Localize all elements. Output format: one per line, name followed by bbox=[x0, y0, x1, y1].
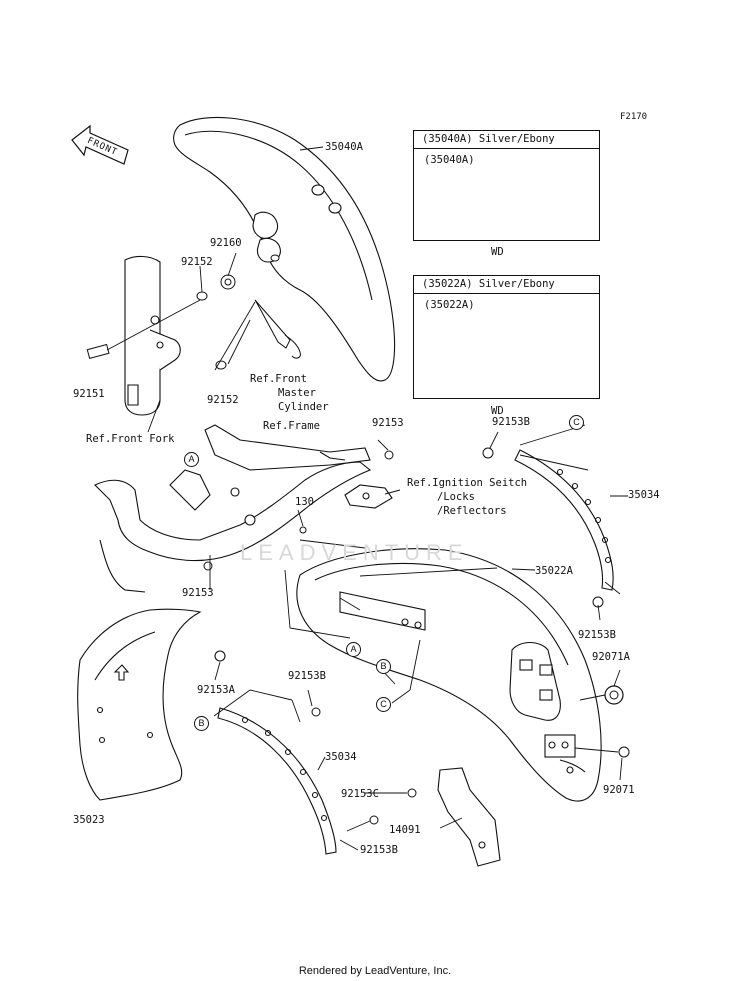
grommets-right bbox=[203, 447, 630, 825]
watermark: LEADVENTURE bbox=[240, 540, 469, 565]
ref-line: /Reflectors bbox=[437, 505, 507, 518]
part-label: 35034 bbox=[628, 489, 660, 501]
leader-lines-lower bbox=[209, 424, 628, 851]
ref-ignition-locks-reflectors: Ref.Ignition Seitch /Locks /Reflectors bbox=[407, 476, 527, 519]
inset-box-35040a: (35040A) Silver/Ebony (35040A) bbox=[413, 130, 600, 241]
ref-front-master-cylinder: Ref.Front Master Cylinder bbox=[250, 372, 329, 415]
hardware-left bbox=[86, 254, 301, 370]
rear-fender-35022a bbox=[296, 548, 602, 802]
footer-credit: Rendered by LeadVenture, Inc. bbox=[298, 965, 452, 977]
ref-line: Master bbox=[278, 387, 316, 400]
fender-rail-35034-right bbox=[514, 449, 614, 591]
part-label: 92153B bbox=[492, 416, 530, 428]
part-label: 130 bbox=[295, 496, 314, 508]
inset-caption: WD bbox=[491, 246, 504, 258]
ref-line: Ref.Front bbox=[250, 373, 307, 385]
callout-c: C bbox=[569, 415, 584, 430]
bracket-14091 bbox=[437, 767, 501, 867]
part-label: 35023 bbox=[73, 814, 105, 826]
callout-c: C bbox=[376, 697, 391, 712]
inset-caption: WD bbox=[491, 405, 504, 417]
callout-a: A bbox=[346, 642, 361, 657]
fender-rail-35034-bottom bbox=[217, 707, 337, 855]
part-label: 92153B bbox=[360, 844, 398, 856]
part-label: 92153B bbox=[288, 670, 326, 682]
inset-box-header: (35022A) Silver/Ebony bbox=[414, 276, 599, 294]
inset-box-35022a: (35022A) Silver/Ebony (35022A) bbox=[413, 275, 600, 399]
leader-lines-top bbox=[106, 146, 324, 433]
inset-part-number: (35040A) bbox=[424, 154, 475, 166]
part-label: 92151 bbox=[73, 388, 105, 400]
part-label: 92152 bbox=[207, 394, 239, 406]
inner-fender-35023 bbox=[77, 608, 226, 801]
part-label: 92153C bbox=[341, 788, 379, 800]
ref-line: Ref.Ignition Seitch bbox=[407, 477, 528, 489]
callout-b: B bbox=[376, 659, 391, 674]
part-label: 35034 bbox=[325, 751, 357, 763]
part-label: 92152 bbox=[181, 256, 213, 268]
front-fork bbox=[124, 255, 181, 416]
diagram-code: F2170 bbox=[620, 112, 648, 122]
ref-line: Cylinder bbox=[278, 401, 329, 414]
ref-front-fork: Ref.Front Fork bbox=[86, 433, 175, 445]
inset-part-number: (35022A) bbox=[424, 299, 475, 311]
frame bbox=[94, 424, 372, 593]
part-label: 35022A bbox=[535, 565, 573, 577]
part-label: 35040A bbox=[325, 141, 363, 153]
callout-b: B bbox=[194, 716, 209, 731]
part-label: 14091 bbox=[389, 824, 421, 836]
part-label: 92153 bbox=[372, 417, 404, 429]
part-label: 92160 bbox=[210, 237, 242, 249]
inset-box-header: (35040A) Silver/Ebony bbox=[414, 131, 599, 149]
part-label: 92071A bbox=[592, 651, 630, 663]
ignition-bracket bbox=[344, 484, 401, 509]
ref-frame: Ref.Frame bbox=[263, 420, 320, 432]
front-arrow-icon bbox=[71, 124, 129, 165]
part-label: 92153B bbox=[578, 629, 616, 641]
part-label: 92153 bbox=[182, 587, 214, 599]
part-label: 92071 bbox=[603, 784, 635, 796]
ref-line: /Locks bbox=[437, 491, 475, 504]
callout-a: A bbox=[184, 452, 199, 467]
part-label: 92153A bbox=[197, 684, 235, 696]
front-fender-35040a bbox=[173, 116, 396, 382]
